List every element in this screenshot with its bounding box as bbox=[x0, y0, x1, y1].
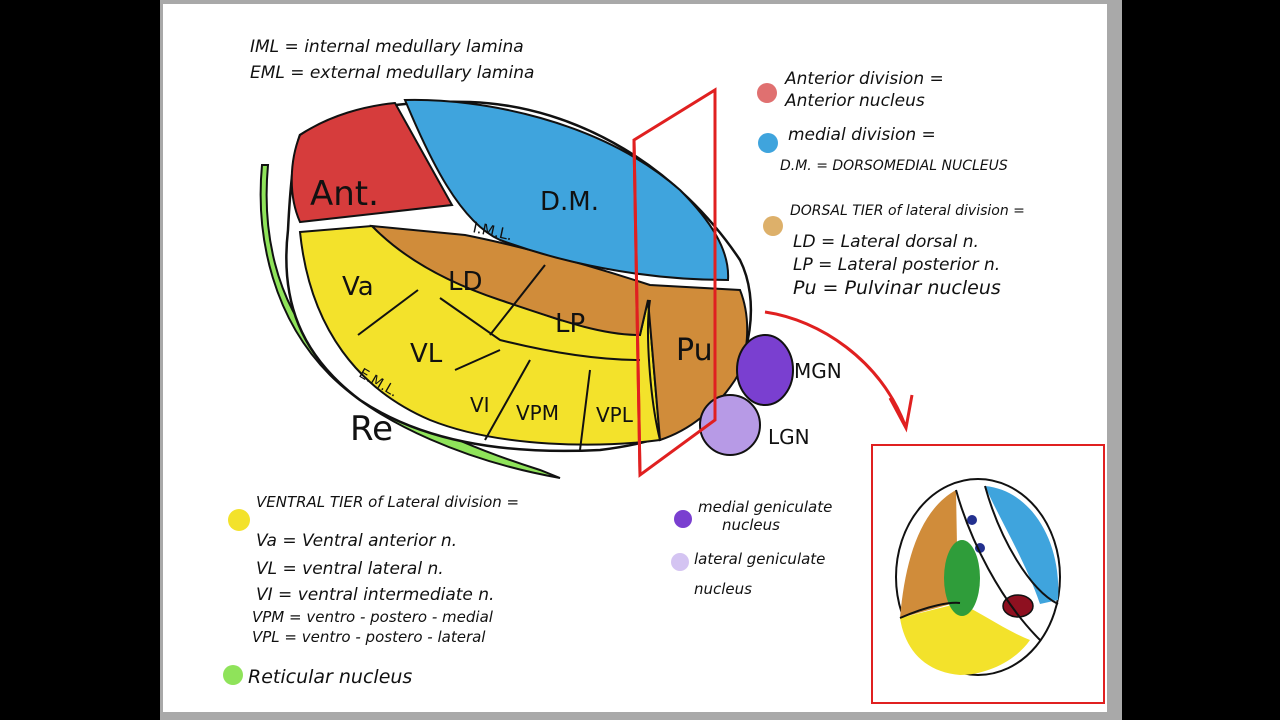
section-arrow bbox=[764, 310, 914, 433]
legend-dorsal-line2: LD = Lateral dorsal n. bbox=[793, 232, 979, 252]
legend-medial-line2: D.M. = DORSOMEDIAL NUCLEUS bbox=[780, 158, 1008, 174]
legend-medial-dot bbox=[758, 133, 778, 153]
legend-lgn-dot bbox=[671, 553, 689, 571]
legend-dorsal-line4: Pu = Pulvinar nucleus bbox=[793, 277, 1001, 299]
legend-ventral-line2: VL = ventral lateral n. bbox=[256, 559, 444, 579]
mgn-shape bbox=[736, 334, 794, 406]
subdivision-lines bbox=[357, 264, 661, 451]
legend-ventral-heading: VENTRAL TIER of Lateral division = bbox=[256, 493, 519, 511]
definition-iml: IML = internal medullary lamina bbox=[250, 37, 524, 57]
legend-lgn-line1: lateral geniculate bbox=[694, 550, 825, 568]
legend-medial-line1: medial division = bbox=[788, 125, 936, 145]
cross-section-dark-red bbox=[1002, 594, 1034, 618]
legend-mgn-line2: nucleus bbox=[722, 516, 780, 534]
label-ld: LD bbox=[448, 267, 483, 297]
label-re: Re bbox=[350, 409, 393, 449]
legend-mgn-line1: medial geniculate bbox=[698, 498, 832, 516]
legend-anterior-dot bbox=[757, 83, 777, 103]
dorsal-tier-region bbox=[369, 224, 749, 442]
definition-eml: EML = external medullary lamina bbox=[250, 63, 534, 83]
label-pu: Pu bbox=[676, 333, 713, 368]
legend-ventral-line1: Va = Ventral anterior n. bbox=[256, 531, 457, 551]
label-mgn: MGN bbox=[794, 359, 842, 383]
label-dm: D.M. bbox=[540, 187, 599, 217]
cut-plane bbox=[632, 87, 717, 478]
legend-ventral-line4: VPM = ventro - postero - medial bbox=[252, 608, 494, 626]
cross-section-green bbox=[944, 540, 980, 616]
legend-dorsal-line3: LP = Lateral posterior n. bbox=[793, 255, 1000, 275]
label-vl: VL bbox=[410, 339, 443, 369]
cross-section-dot1 bbox=[967, 515, 977, 525]
label-vpl: VPL bbox=[596, 403, 634, 427]
legend-ventral-dot bbox=[228, 509, 250, 531]
anterior-nucleus-region bbox=[290, 101, 454, 224]
legend-ventral-line3: VI = ventral intermediate n. bbox=[256, 585, 494, 605]
legend-lgn-line2: nucleus bbox=[694, 580, 752, 598]
legend-ventral-line5: VPL = ventro - postero - lateral bbox=[252, 628, 486, 646]
legend-anterior-line2: Anterior nucleus bbox=[784, 91, 925, 111]
cross-section-dorsal bbox=[900, 490, 958, 618]
label-vi: VI bbox=[470, 393, 490, 417]
legend-reticular-text: Reticular nucleus bbox=[248, 666, 412, 688]
legend-anterior-line1: Anterior division = bbox=[784, 69, 944, 89]
label-ant: Ant. bbox=[310, 174, 379, 214]
legend-dorsal-dot bbox=[763, 216, 783, 236]
label-vpm: VPM bbox=[516, 401, 559, 425]
label-va: Va bbox=[342, 272, 374, 302]
legend-reticular-dot bbox=[223, 665, 243, 685]
cross-section bbox=[895, 478, 1061, 676]
label-lp: LP bbox=[555, 309, 585, 339]
dorsomedial-nucleus-region bbox=[403, 98, 730, 282]
cross-section-medial bbox=[985, 486, 1059, 604]
label-lgn: LGN bbox=[768, 425, 810, 449]
cross-section-ventral bbox=[900, 603, 1030, 675]
legend-dorsal-line1: DORSAL TIER of lateral division = bbox=[790, 203, 1025, 219]
legend-mgn-dot bbox=[674, 510, 692, 528]
